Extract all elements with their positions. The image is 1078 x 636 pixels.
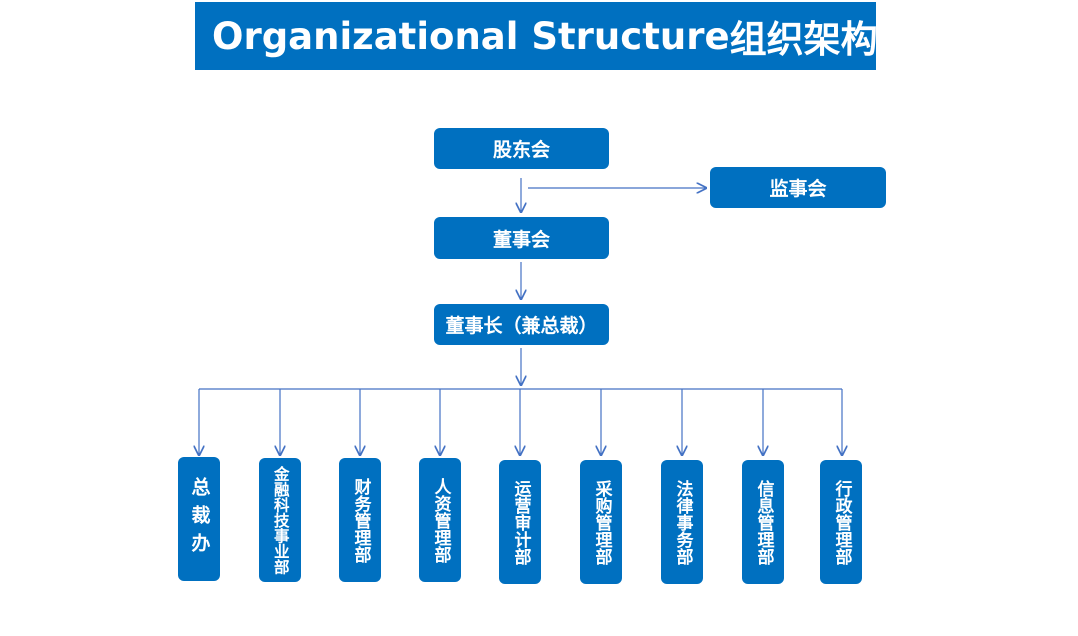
node-board-of-directors: 董事会 [434, 217, 609, 259]
dept-label: 采购管理部 [591, 479, 612, 565]
node-chairman: 董事长（兼总裁） [434, 304, 609, 345]
dept-admin: 行政管理部 [820, 460, 862, 584]
title-english: Organizational Structure [212, 14, 730, 58]
department-arrows [199, 389, 842, 455]
dept-fintech: 金融科技事业部 [259, 458, 301, 582]
dept-legal: 法律事务部 [661, 460, 703, 584]
dept-label: 法律事务部 [672, 479, 693, 565]
dept-hr: 人资管理部 [419, 458, 461, 582]
dept-label: 金融科技事业部 [271, 465, 290, 575]
dept-procurement: 采购管理部 [580, 460, 622, 584]
dept-label: 总裁办 [188, 477, 211, 561]
node-shareholders: 股东会 [434, 128, 609, 169]
node-board-of-directors-label: 董事会 [492, 228, 550, 251]
dept-finance: 财务管理部 [339, 458, 381, 582]
dept-label: 人资管理部 [430, 477, 451, 563]
dept-label: 财务管理部 [350, 477, 371, 563]
dept-president-office: 总裁办 [178, 457, 220, 581]
dept-label: 运营审计部 [510, 479, 531, 565]
title-banner: Organizational Structure 组织架构 [195, 2, 878, 70]
title-chinese: 组织架构 [729, 18, 878, 61]
node-chairman-label: 董事长（兼总裁） [445, 315, 598, 337]
node-supervisory-board-label: 监事会 [769, 178, 827, 200]
node-supervisory-board: 监事会 [710, 167, 886, 208]
dept-label: 行政管理部 [831, 479, 852, 565]
node-shareholders-label: 股东会 [492, 139, 550, 161]
dept-audit: 运营审计部 [499, 460, 541, 584]
dept-it: 信息管理部 [742, 460, 784, 584]
dept-label: 信息管理部 [753, 479, 774, 565]
